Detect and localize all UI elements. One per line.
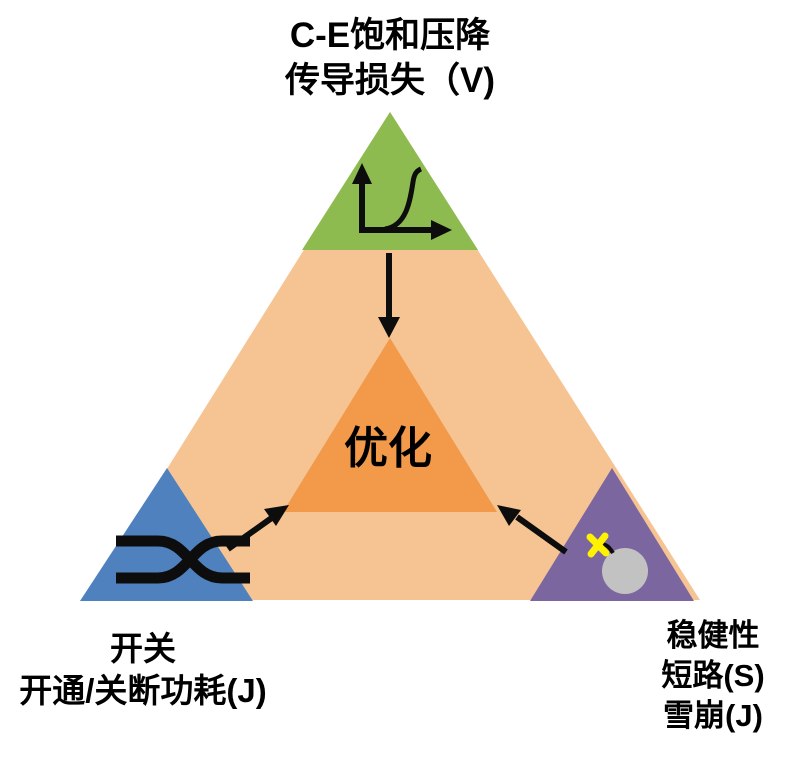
robustness-label-line3: 雪崩(J): [663, 698, 763, 733]
spark-icon: [586, 532, 610, 558]
spark-stroke-2: [587, 532, 609, 558]
optimization-label: 优化: [344, 424, 432, 473]
arrow-head: [378, 317, 400, 338]
arrow-shaft: [515, 514, 568, 555]
switching-corner-triangle: [80, 468, 253, 601]
robustness-to-center-arrow: [497, 505, 568, 555]
rising-waveform-path: [116, 535, 250, 584]
robustness-label-line2: 短路(S): [661, 658, 765, 693]
bomb-icon: [586, 532, 648, 594]
switching-loss-label-line2: 开通/关断功耗(J): [19, 672, 267, 709]
iv-curve-graph-icon: [352, 163, 452, 240]
y-axis-arrow-head: [352, 163, 372, 184]
switching-loss-label: 开关 开通/关断功耗(J): [0, 628, 286, 712]
robustness-label-line1: 稳健性: [666, 618, 760, 653]
arrow-head: [497, 505, 521, 526]
conduction-loss-label: C-E饱和压降 传导损失（V): [140, 13, 640, 103]
conduction-corner-triangle: [302, 112, 478, 250]
arrow-head: [264, 505, 289, 526]
conduction-to-center-arrow: [378, 253, 400, 338]
robustness-corner-triangle: [530, 468, 694, 601]
conduction-loss-label-line1: C-E饱和压降: [289, 16, 491, 55]
x-axis-arrow-head: [431, 220, 452, 240]
conduction-loss-label-line2: 传导损失（V): [284, 61, 495, 100]
exponential-curve: [384, 166, 423, 232]
switching-loss-label-line1: 开关: [110, 630, 176, 667]
bomb-body-circle: [602, 548, 648, 594]
robustness-label: 稳健性 短路(S) 雪崩(J): [613, 616, 800, 736]
optimization-triangle: [283, 338, 497, 512]
switching-crossover-icon: [116, 535, 250, 584]
